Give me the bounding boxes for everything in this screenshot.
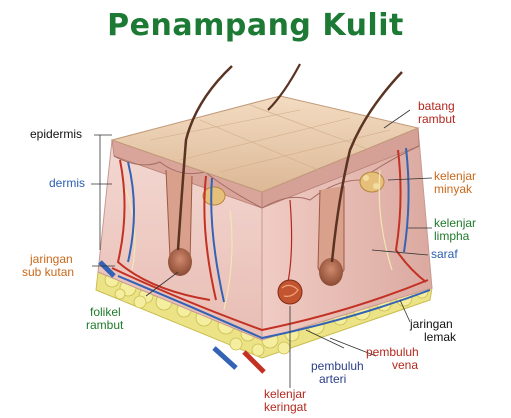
label-kelenjar-limpha: kelenjar limpha xyxy=(434,217,476,243)
label-kelenjar-minyak: kelenjar minyak xyxy=(434,170,476,196)
hair-follicle-side xyxy=(317,71,403,286)
label-jaringan-sub-kutan-line2: sub kutan xyxy=(22,265,75,279)
label-jaringan-sub-kutan: jaringan sub kutan xyxy=(22,252,74,279)
label-kelenjar-limpha-line2: limpha xyxy=(434,229,470,243)
label-kelenjar-keringat: kelenjar keringat xyxy=(264,388,307,414)
label-folikel-rambut: folikel rambut xyxy=(86,305,123,332)
label-pembuluh-vena: pembuluh vena xyxy=(366,346,419,372)
label-kelenjar-minyak-line2: minyak xyxy=(434,182,473,196)
label-dermis-text: dermis xyxy=(49,176,86,190)
label-jaringan-lemak-line1: jaringan xyxy=(410,317,453,331)
label-kelenjar-limpha-line1: kelenjar xyxy=(434,216,477,230)
leader-lines xyxy=(91,109,433,388)
label-epidermis: epidermis xyxy=(30,128,82,141)
label-batang-rambut: batang rambut xyxy=(418,100,455,126)
label-saraf: saraf xyxy=(431,248,458,261)
label-batang-rambut-line1: batang xyxy=(418,99,455,113)
label-epidermis-text: epidermis xyxy=(30,127,83,141)
label-kelenjar-keringat-line1: kelenjar xyxy=(264,387,307,401)
label-dermis: dermis xyxy=(49,177,85,190)
diagram-title: Penampang Kulit xyxy=(107,8,404,43)
label-kelenjar-minyak-line1: kelenjar xyxy=(434,169,477,183)
label-folikel-rambut-line2: rambut xyxy=(86,318,124,332)
label-pembuluh-vena-line1: pembuluh xyxy=(366,345,419,359)
label-pembuluh-vena-line2: vena xyxy=(392,358,419,372)
label-batang-rambut-line2: rambut xyxy=(418,112,456,126)
label-pembuluh-arteri-line2: arteri xyxy=(319,372,347,386)
hair-follicle-front xyxy=(165,65,233,276)
label-jaringan-lemak-line2: lemak xyxy=(424,330,457,344)
label-pembuluh-arteri-line1: pembuluh xyxy=(311,359,364,373)
label-folikel-rambut-line1: folikel xyxy=(90,305,121,319)
label-saraf-text: saraf xyxy=(431,247,458,261)
label-jaringan-sub-kutan-line1: jaringan xyxy=(30,252,73,266)
blood-vessels xyxy=(111,147,431,340)
label-pembuluh-arteri: pembuluh arteri xyxy=(311,360,364,386)
sweat-gland xyxy=(277,199,303,305)
label-kelenjar-keringat-line2: keringat xyxy=(264,400,307,414)
label-jaringan-lemak: jaringan lemak xyxy=(410,318,456,344)
